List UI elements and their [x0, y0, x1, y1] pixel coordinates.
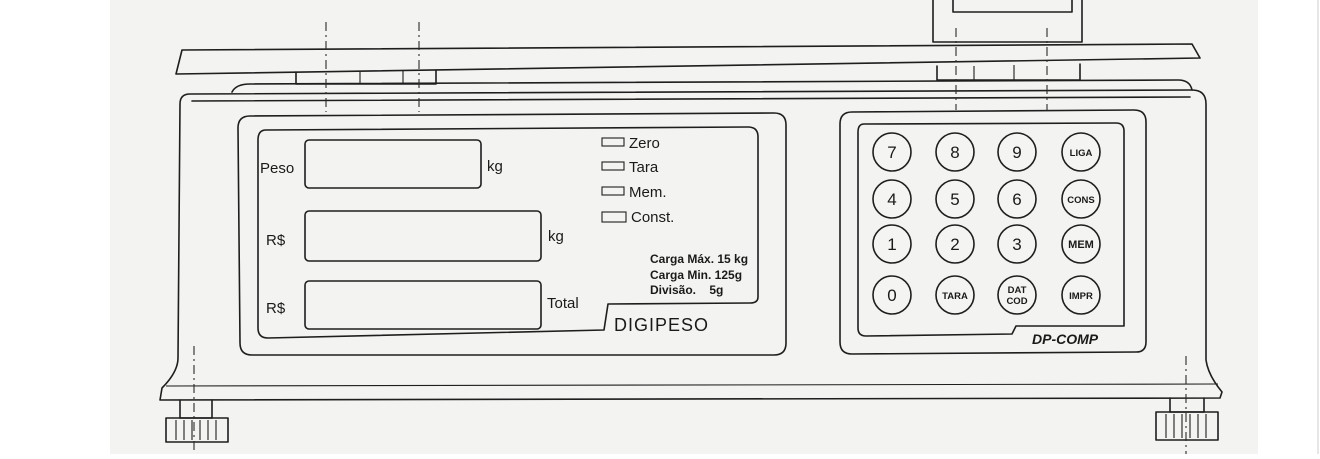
- indicator-const: Const.: [601, 209, 674, 226]
- key-label: 7: [887, 143, 896, 162]
- key-4[interactable]: 4: [872, 179, 912, 219]
- key-5[interactable]: 5: [935, 179, 975, 219]
- price-label: R$: [266, 232, 286, 249]
- key-label: 9: [1012, 143, 1021, 162]
- key-1[interactable]: 1: [872, 224, 912, 264]
- svg-text:Mem.: Mem.: [629, 184, 667, 201]
- key-label: 3: [1012, 235, 1021, 254]
- key-liga[interactable]: LIGA: [1061, 132, 1101, 172]
- indicator-tara: Tara: [601, 159, 659, 176]
- key-6[interactable]: 6: [997, 179, 1037, 219]
- total-label: R$: [266, 300, 286, 317]
- key-0[interactable]: 0: [872, 275, 912, 315]
- display-panel: [237, 112, 787, 356]
- paper-sheet: [110, 0, 1258, 454]
- center-lines: [193, 22, 1187, 454]
- price-display-window: [304, 210, 542, 262]
- key-8[interactable]: 8: [935, 132, 975, 172]
- key-tara[interactable]: TARA: [935, 275, 975, 315]
- peso-display-window: [304, 139, 482, 189]
- key-label: COD: [1006, 296, 1027, 307]
- spec-divisao: Divisão. 5g: [650, 283, 723, 297]
- right-foot: [1155, 397, 1219, 441]
- left-foot: [165, 399, 229, 443]
- key-9[interactable]: 9: [997, 132, 1037, 172]
- key-3[interactable]: 3: [997, 224, 1037, 264]
- model-label: DP-COMP: [1032, 331, 1099, 347]
- key-label: 8: [950, 143, 959, 162]
- key-2[interactable]: 2: [935, 224, 975, 264]
- indicator-mem: Mem.: [601, 184, 667, 201]
- indicator-zero: Zero: [601, 135, 660, 152]
- key-label: 6: [1012, 190, 1021, 209]
- body-top-strip: [231, 79, 1193, 93]
- price-unit: kg: [548, 228, 564, 245]
- key-mem[interactable]: MEM: [1061, 224, 1101, 264]
- key-label: IMPR: [1069, 291, 1093, 302]
- key-label: TARA: [942, 291, 968, 302]
- pole-display-housing: [932, 0, 1083, 43]
- key-7[interactable]: 7: [872, 132, 912, 172]
- scale-body: [159, 89, 1223, 401]
- spec-carga-max: Carga Máx. 15 kg: [650, 252, 748, 266]
- peso-unit: kg: [487, 158, 503, 175]
- svg-text:Tara: Tara: [629, 159, 659, 176]
- spec-carga-min: Carga Min. 125g: [650, 268, 742, 282]
- svg-text:Const.: Const.: [631, 209, 674, 226]
- key-label: 0: [887, 286, 896, 305]
- total-unit: Total: [547, 295, 579, 312]
- key-label: 2: [950, 235, 959, 254]
- svg-text:Zero: Zero: [629, 135, 660, 152]
- keypad-panel: DP-COMP: [839, 109, 1147, 355]
- key-label: 1: [887, 235, 896, 254]
- total-display-window: [304, 280, 542, 330]
- key-label: LIGA: [1070, 148, 1093, 159]
- key-impr[interactable]: IMPR: [1061, 275, 1101, 315]
- peso-label: Peso: [260, 160, 294, 177]
- key-label: CONS: [1067, 195, 1094, 206]
- key-label: 4: [887, 190, 896, 209]
- key-label: MEM: [1068, 239, 1094, 251]
- key-cons[interactable]: CONS: [1061, 179, 1101, 219]
- key-label: 5: [950, 190, 959, 209]
- key-label: DAT: [1008, 285, 1027, 296]
- brand-name: DIGIPESO: [614, 315, 709, 335]
